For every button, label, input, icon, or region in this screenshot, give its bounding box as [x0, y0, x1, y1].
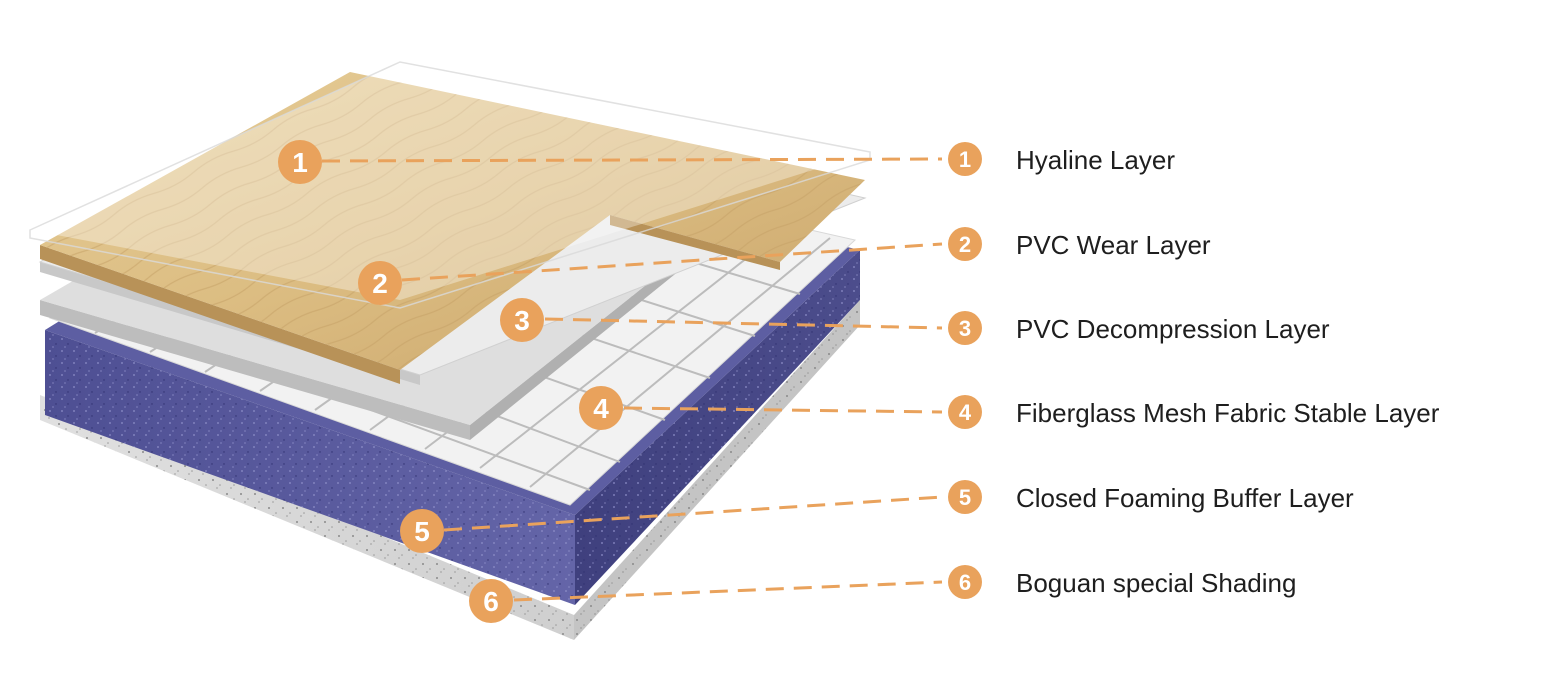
legend-label-pvc-decompression: PVC Decompression Layer — [1016, 314, 1330, 344]
diagram-badge-6: 6 — [469, 579, 513, 623]
legend-badge-2: 2 — [948, 227, 982, 261]
legend-badge-6: 6 — [948, 565, 982, 599]
legend-label-special-shading: Boguan special Shading — [1016, 568, 1297, 598]
svg-text:4: 4 — [959, 400, 972, 425]
legend-badge-4: 4 — [948, 395, 982, 429]
legend-badge-5: 5 — [948, 480, 982, 514]
svg-text:3: 3 — [514, 305, 530, 336]
svg-text:4: 4 — [593, 393, 609, 424]
diagram-badge-2: 2 — [358, 261, 402, 305]
legend-label-hyaline: Hyaline Layer — [1016, 145, 1175, 175]
legend-label-fiberglass-mesh: Fiberglass Mesh Fabric Stable Layer — [1016, 398, 1440, 428]
legend-badges: 1 2 3 4 5 6 — [948, 142, 982, 599]
svg-text:3: 3 — [959, 316, 971, 341]
leader-line-4 — [623, 406, 943, 414]
svg-text:6: 6 — [483, 586, 499, 617]
leader-line-3 — [544, 317, 943, 330]
leader-line-2 — [401, 242, 943, 282]
diagram-badges: 1 2 3 4 5 6 — [278, 140, 623, 623]
legend-label-pvc-wear: PVC Wear Layer — [1016, 230, 1211, 260]
legend-badge-3: 3 — [948, 311, 982, 345]
leader-lines — [321, 157, 943, 602]
svg-text:2: 2 — [959, 232, 971, 257]
diagram-badge-5: 5 — [400, 509, 444, 553]
legend-label-closed-foaming: Closed Foaming Buffer Layer — [1016, 483, 1354, 513]
leader-line-1 — [321, 157, 943, 163]
diagram-badge-3: 3 — [500, 298, 544, 342]
diagram-badge-1: 1 — [278, 140, 322, 184]
leader-line-6 — [513, 580, 943, 602]
svg-text:5: 5 — [414, 516, 430, 547]
svg-text:1: 1 — [959, 147, 971, 172]
diagram-badge-4: 4 — [579, 386, 623, 430]
svg-text:6: 6 — [959, 570, 971, 595]
svg-text:1: 1 — [292, 147, 308, 178]
svg-text:5: 5 — [959, 485, 971, 510]
legend-badge-1: 1 — [948, 142, 982, 176]
wood-veneer — [40, 72, 865, 384]
svg-text:2: 2 — [372, 268, 388, 299]
